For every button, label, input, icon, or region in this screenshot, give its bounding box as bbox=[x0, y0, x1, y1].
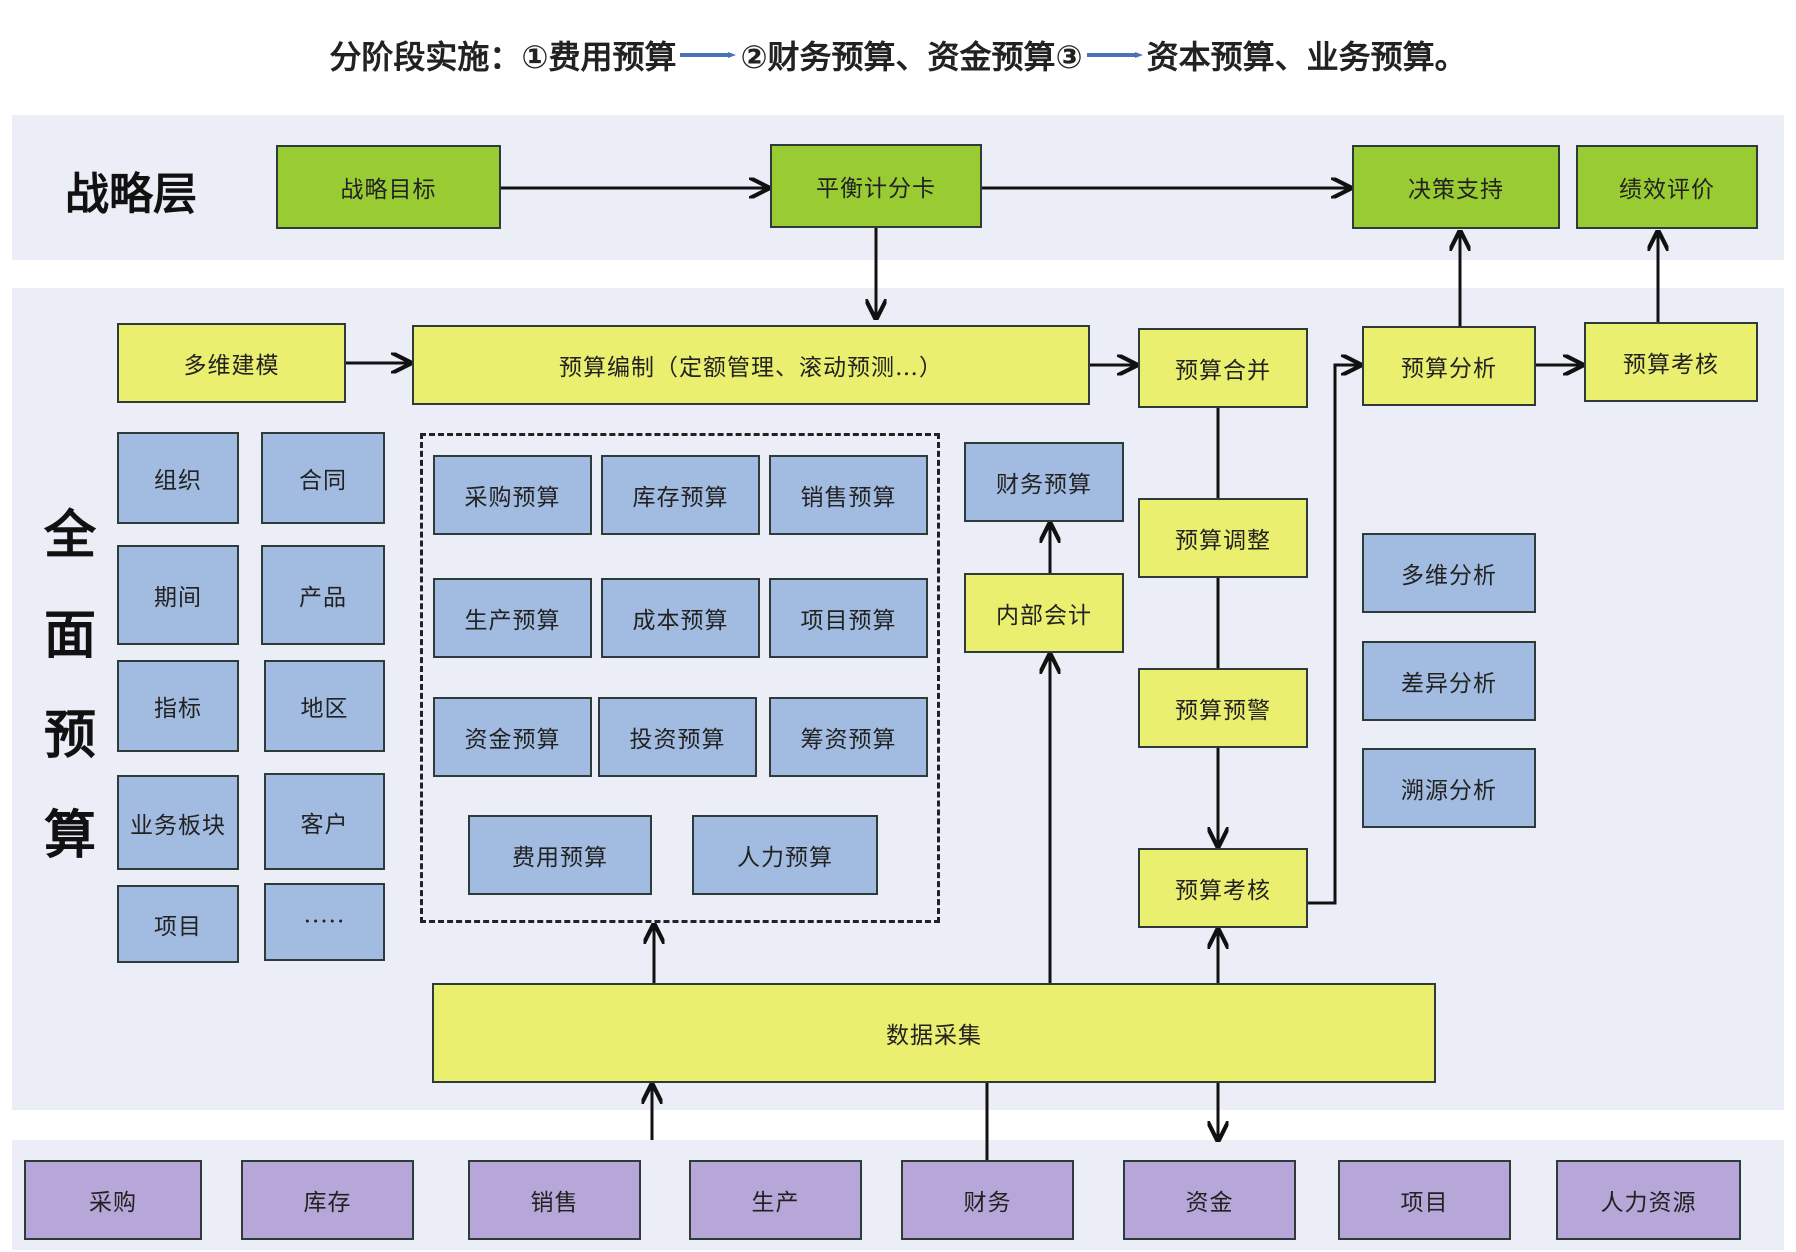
hr-budget-box: 人力预算 bbox=[692, 815, 878, 895]
strategy-layer-label: 战略层 bbox=[65, 169, 197, 220]
budget-compile-box: 预算编制（定额管理、滚动预测…） bbox=[412, 325, 1090, 405]
purchase-budget-box: 采购预算 bbox=[433, 455, 592, 535]
dimension-customer: 客户 bbox=[264, 773, 385, 870]
financing-budget-box: 筹资预算 bbox=[769, 697, 928, 777]
variance-analysis-box: 差异分析 bbox=[1362, 641, 1536, 721]
decision-support-box: 决策支持 bbox=[1352, 145, 1560, 229]
source-capital: 资金 bbox=[1123, 1160, 1296, 1240]
expense-budget-box: 费用预算 bbox=[468, 815, 652, 895]
budget-review-top-box: 预算考核 bbox=[1584, 322, 1758, 402]
full-budget-char-1: 全 bbox=[43, 506, 96, 566]
full-budget-char-3: 预 bbox=[43, 706, 96, 766]
dimension-organization: 组织 bbox=[117, 432, 239, 524]
capital-budget-box: 资金预算 bbox=[433, 697, 592, 777]
business-budget-group bbox=[420, 433, 940, 923]
budget-review-box: 预算考核 bbox=[1138, 848, 1308, 928]
dimension-product: 产品 bbox=[261, 545, 385, 645]
dimension-contract: 合同 bbox=[261, 432, 385, 524]
dimension-indicator: 指标 bbox=[117, 660, 239, 752]
header-arrow-2 bbox=[1086, 52, 1143, 58]
header-phase2: ②财务预算、资金预算③ bbox=[740, 38, 1083, 76]
data-collection-box: 数据采集 bbox=[432, 983, 1436, 1083]
header-arrow-1 bbox=[680, 52, 737, 58]
budget-adjust-box: 预算调整 bbox=[1138, 498, 1308, 578]
full-budget-label: 全 面 预 算 bbox=[40, 505, 100, 867]
sales-budget-box: 销售预算 bbox=[769, 455, 928, 535]
strategy-goal-box: 战略目标 bbox=[276, 145, 501, 229]
dimension-project: 项目 bbox=[117, 885, 239, 963]
source-finance: 财务 bbox=[901, 1160, 1074, 1240]
source-purchase: 采购 bbox=[24, 1160, 202, 1240]
dimension-more: ····· bbox=[264, 883, 385, 961]
source-sales: 销售 bbox=[468, 1160, 641, 1240]
balanced-scorecard-box: 平衡计分卡 bbox=[770, 144, 982, 228]
investment-budget-box: 投资预算 bbox=[598, 697, 757, 777]
multi-dim-analysis-box: 多维分析 bbox=[1362, 533, 1536, 613]
project-budget-box: 项目预算 bbox=[769, 578, 928, 658]
full-budget-char-2: 面 bbox=[43, 606, 96, 666]
source-inventory: 库存 bbox=[241, 1160, 414, 1240]
dimension-region: 地区 bbox=[264, 660, 385, 752]
production-budget-box: 生产预算 bbox=[433, 578, 592, 658]
multi-dim-modeling-box: 多维建模 bbox=[117, 323, 346, 403]
internal-accounting-box: 内部会计 bbox=[964, 573, 1124, 653]
header-prefix: 分阶段实施： bbox=[329, 38, 522, 76]
trace-analysis-box: 溯源分析 bbox=[1362, 748, 1536, 828]
full-budget-char-4: 算 bbox=[43, 806, 96, 866]
budget-merge-box: 预算合并 bbox=[1138, 328, 1308, 408]
source-hr: 人力资源 bbox=[1556, 1160, 1741, 1240]
performance-eval-box: 绩效评价 bbox=[1576, 145, 1758, 229]
finance-budget-box: 财务预算 bbox=[964, 442, 1124, 522]
header-phase1: ①费用预算 bbox=[521, 38, 677, 76]
dimension-period: 期间 bbox=[117, 545, 239, 645]
cost-budget-box: 成本预算 bbox=[601, 578, 760, 658]
dimension-business-unit: 业务板块 bbox=[117, 775, 239, 870]
header-phase3: 资本预算、业务预算。 bbox=[1146, 38, 1467, 76]
budget-warning-box: 预算预警 bbox=[1138, 668, 1308, 748]
source-project: 项目 bbox=[1338, 1160, 1511, 1240]
budget-analysis-box: 预算分析 bbox=[1362, 326, 1536, 406]
inventory-budget-box: 库存预算 bbox=[601, 455, 760, 535]
source-production: 生产 bbox=[689, 1160, 862, 1240]
header-title: 分阶段实施： ①费用预算 ②财务预算、资金预算③ 资本预算、业务预算。 bbox=[0, 25, 1796, 85]
